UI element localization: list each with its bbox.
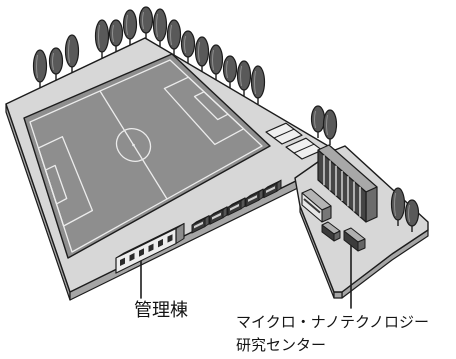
tree-highlight <box>212 49 214 71</box>
shelters <box>191 179 282 234</box>
tree-canopy <box>138 6 154 34</box>
tree <box>250 65 266 104</box>
tree <box>404 199 420 232</box>
research-center-label-line1: マイクロ・ナノテクノロジー <box>236 313 429 331</box>
tree-highlight <box>98 24 100 49</box>
tree <box>138 6 154 39</box>
tree-canopy <box>310 105 326 133</box>
admin-building-window <box>129 252 135 262</box>
tree <box>180 30 196 63</box>
tree-canopy <box>94 19 110 53</box>
tree <box>166 19 182 55</box>
tree-highlight <box>314 110 316 129</box>
tree-highlight <box>156 13 158 38</box>
tree-highlight <box>226 60 228 79</box>
tree-canopy <box>208 44 224 75</box>
shelter <box>191 215 210 234</box>
research-main-side <box>365 186 378 223</box>
tree <box>236 60 252 96</box>
tree-highlight <box>408 204 410 223</box>
shelter-window <box>230 203 239 211</box>
shelter-window <box>212 212 221 220</box>
tree <box>152 8 168 47</box>
tree <box>194 36 210 72</box>
tree <box>108 19 124 52</box>
tree <box>208 44 224 80</box>
tree-canopy <box>322 109 338 140</box>
tree <box>32 49 48 88</box>
tree-highlight <box>112 24 114 43</box>
tree <box>64 34 80 73</box>
tree-canopy <box>180 30 196 58</box>
research-center-label-line2: 研究センター <box>236 336 326 354</box>
tree-canopy <box>48 47 64 75</box>
tree-highlight <box>240 65 242 87</box>
tree <box>310 105 326 138</box>
tree-canopy <box>236 60 252 91</box>
tree <box>322 109 338 145</box>
tree-canopy <box>390 187 406 221</box>
tree-canopy <box>250 65 266 99</box>
tree-highlight <box>394 192 396 217</box>
tree <box>48 47 64 80</box>
tree-highlight <box>184 35 186 54</box>
research-center-buildings <box>301 144 378 252</box>
tree-canopy <box>222 55 238 83</box>
shelter <box>209 206 228 225</box>
admin-building-window <box>167 234 173 243</box>
tree-canopy <box>32 49 48 83</box>
admin-building-facade <box>115 227 177 274</box>
tennis-court-net <box>293 143 315 154</box>
tree-highlight <box>326 114 328 136</box>
admin-building-window <box>158 238 163 248</box>
shelter-window <box>266 186 275 194</box>
tree <box>390 187 406 226</box>
tree-canopy <box>194 36 210 67</box>
admin-building-window <box>139 248 144 257</box>
tree-canopy <box>64 34 80 68</box>
tree <box>122 9 138 45</box>
grounds-path-end-face <box>333 291 343 299</box>
tennis-court-net <box>273 128 295 139</box>
tree-highlight <box>142 11 144 30</box>
tree-highlight <box>68 39 70 64</box>
research-annex-window-band <box>303 198 321 214</box>
center-circle <box>110 123 157 167</box>
trees <box>32 6 420 232</box>
tree-canopy <box>108 19 124 47</box>
admin-building-label: 管理棟 <box>134 300 188 321</box>
tree-highlight <box>36 54 38 79</box>
utility-box-front <box>321 224 335 242</box>
shelter-window <box>248 195 257 202</box>
tree <box>222 55 238 88</box>
tree-highlight <box>170 24 172 46</box>
research-main-facade-ribs <box>323 155 361 217</box>
tree-highlight <box>126 14 128 36</box>
utility-box-front <box>343 230 359 252</box>
tree-canopy <box>152 8 168 42</box>
tree-canopy <box>122 9 138 40</box>
shelter-window <box>194 221 203 229</box>
shelter <box>227 197 246 216</box>
tree-highlight <box>198 41 200 63</box>
soccer-field <box>23 53 271 259</box>
tree-highlight <box>254 70 256 95</box>
tree-highlight <box>52 52 54 71</box>
shelter <box>245 188 264 208</box>
right-goal-area <box>193 91 229 121</box>
admin-building-window <box>148 243 154 253</box>
center-spot <box>132 143 135 147</box>
admin-building-window <box>120 257 125 267</box>
tree-canopy <box>404 199 420 227</box>
tree <box>94 19 110 58</box>
tree-canopy <box>166 19 182 50</box>
left-goal-area <box>44 164 68 205</box>
shelter <box>263 179 282 199</box>
admin-building <box>115 222 185 274</box>
